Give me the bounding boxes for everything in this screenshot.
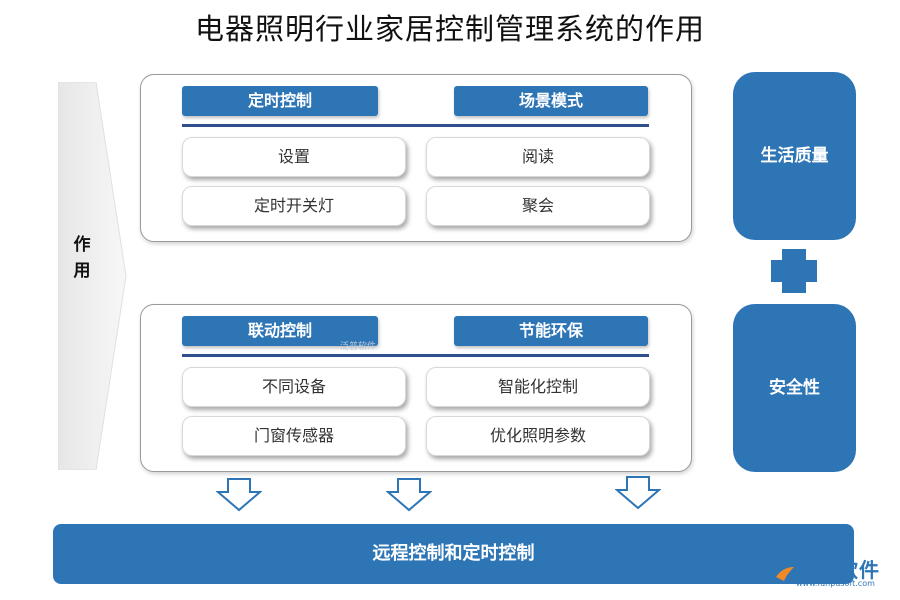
logo-mark-icon <box>772 556 794 581</box>
item-different-devices: 不同设备 <box>182 367 406 407</box>
down-arrow-icon-3 <box>615 476 661 510</box>
header-timer-control: 定时控制 <box>182 86 378 116</box>
top-divider <box>182 124 649 127</box>
down-arrow-icon-2 <box>386 478 432 512</box>
header-linkage-control: 联动控制 <box>182 316 378 346</box>
item-smart-control: 智能化控制 <box>426 367 650 407</box>
side-label-char-2: 用 <box>73 261 91 281</box>
logo-url: www.fanpusoft.com <box>796 579 875 588</box>
side-label: 作 用 <box>66 232 98 284</box>
item-settings: 设置 <box>182 137 406 177</box>
down-arrow-icon-1 <box>216 478 262 512</box>
bottom-bar-remote-control: 远程控制和定时控制 <box>53 524 854 584</box>
box-safety: 安全性 <box>733 304 856 472</box>
item-party: 聚会 <box>426 186 650 226</box>
box-life-quality: 生活质量 <box>733 72 856 240</box>
item-reading: 阅读 <box>426 137 650 177</box>
header-scene-mode: 场景模式 <box>454 86 648 116</box>
logo-name: 泛普软件 <box>796 558 880 582</box>
header-energy-saving: 节能环保 <box>454 316 648 346</box>
diagram-title: 电器照明行业家居控制管理系统的作用 <box>194 12 705 46</box>
bottom-divider <box>182 354 649 357</box>
item-door-window-sensor: 门窗传感器 <box>182 416 406 456</box>
item-optimize-lighting: 优化照明参数 <box>426 416 650 456</box>
plus-icon-horizontal <box>771 260 817 282</box>
watermark: 泛普软件 <box>340 342 377 352</box>
side-label-char-1: 作 <box>73 235 91 255</box>
item-timed-lights: 定时开关灯 <box>182 186 406 226</box>
side-arrow-shape <box>58 82 127 470</box>
